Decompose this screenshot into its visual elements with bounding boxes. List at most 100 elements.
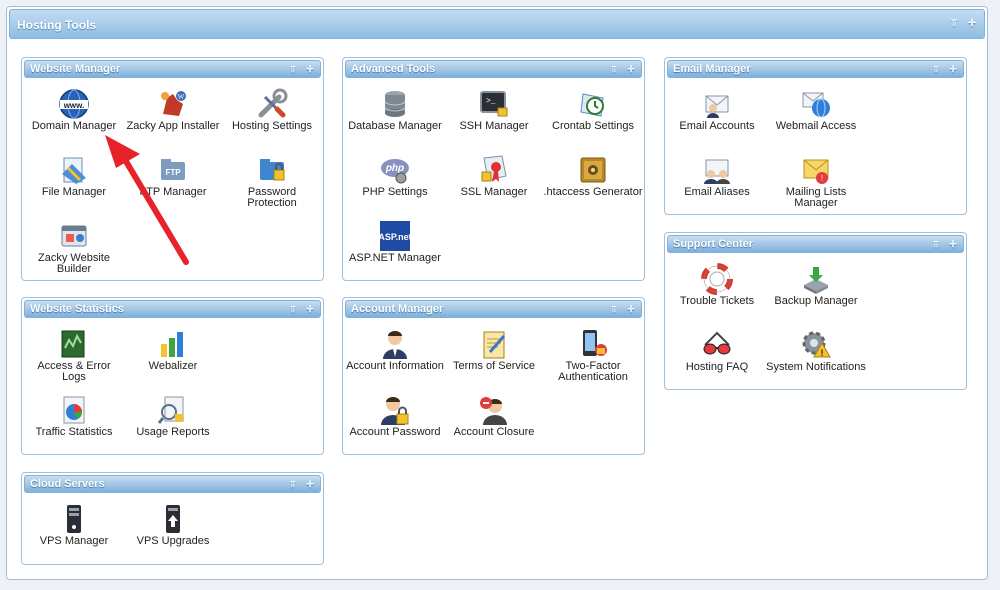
two-factor-authentication-tool[interactable]: Two-Factor Authentication bbox=[543, 328, 643, 392]
tool-label: PHP Settings bbox=[362, 186, 428, 198]
account-information-tool[interactable]: Account Information bbox=[345, 328, 445, 392]
vps-manager-tool[interactable]: VPS Manager bbox=[24, 503, 124, 567]
database-manager-tool[interactable]: Database Manager bbox=[345, 88, 445, 152]
move-icon[interactable]: ✛ bbox=[949, 63, 957, 74]
backup-icon bbox=[800, 263, 832, 295]
mailing-list-icon: ! bbox=[800, 154, 832, 186]
panel-email-manager: Email Manager ⫪✛ Email Accounts Webmail … bbox=[664, 57, 967, 215]
svg-text:www.: www. bbox=[63, 101, 85, 110]
panel-header[interactable]: Cloud Servers ⫪✛ bbox=[24, 475, 321, 493]
panel-header[interactable]: Website Statistics ⫪✛ bbox=[24, 300, 321, 318]
terms-of-service-tool[interactable]: Terms of Service bbox=[444, 328, 544, 392]
password-protection-tool[interactable]: Password Protection bbox=[222, 154, 322, 218]
panel-header[interactable]: Website Manager ⫪ ✛ bbox=[24, 60, 321, 78]
tool-label: Webalizer bbox=[148, 360, 198, 372]
pin-icon[interactable]: ⫪ bbox=[290, 478, 296, 489]
system-notifications-tool[interactable]: ! System Notifications bbox=[766, 329, 866, 393]
tool-label: Password Protection bbox=[247, 186, 297, 209]
move-icon[interactable]: ✛ bbox=[949, 238, 957, 249]
panel-title: Support Center bbox=[673, 238, 754, 250]
tool-label: SSH Manager bbox=[459, 120, 529, 132]
tool-label: Email Aliases bbox=[684, 186, 750, 198]
pin-icon[interactable]: ⫪ bbox=[933, 238, 939, 249]
aspnet-icon: ASP.net bbox=[378, 220, 412, 252]
move-icon[interactable]: ✛ bbox=[306, 63, 314, 74]
lifebuoy-icon bbox=[701, 263, 733, 295]
crontab-settings-tool[interactable]: Crontab Settings bbox=[543, 88, 643, 152]
php-settings-tool[interactable]: php PHP Settings bbox=[345, 154, 445, 218]
htaccess-generator-tool[interactable]: .htaccess Generator bbox=[543, 154, 643, 218]
pin-icon[interactable]: ⫪ bbox=[951, 18, 957, 29]
panel-header[interactable]: Support Center ⫪ ✛ bbox=[667, 235, 964, 253]
zacky-app-installer-tool[interactable]: W Zacky App Installer bbox=[123, 88, 223, 152]
ssh-manager-tool[interactable]: >_ SSH Manager bbox=[444, 88, 544, 152]
pin-icon[interactable]: ⫪ bbox=[290, 303, 296, 314]
vps-server-icon bbox=[58, 503, 90, 535]
svg-text:ASP.net: ASP.net bbox=[379, 232, 411, 242]
tool-label: Mailing Lists Manager bbox=[785, 186, 847, 209]
traffic-statistics-tool[interactable]: Traffic Statistics bbox=[24, 394, 124, 458]
email-aliases-tool[interactable]: Email Aliases bbox=[667, 154, 767, 218]
move-icon[interactable]: ✛ bbox=[967, 18, 977, 29]
ssl-manager-tool[interactable]: SSL Manager bbox=[444, 154, 544, 218]
faq-glasses-icon bbox=[701, 329, 733, 361]
account-password-tool[interactable]: Account Password bbox=[345, 394, 445, 458]
access-error-logs-tool[interactable]: Access & Error Logs bbox=[24, 328, 124, 392]
tool-label: Zacky Website Builder bbox=[38, 252, 110, 275]
account-closure-tool[interactable]: Account Closure bbox=[444, 394, 544, 458]
svg-text:FTP: FTP bbox=[165, 168, 181, 177]
tool-label: .htaccess Generator bbox=[543, 186, 643, 198]
tool-label: Traffic Statistics bbox=[35, 426, 113, 438]
account-info-icon bbox=[379, 328, 411, 360]
panel-account-manager: Account Manager ⫪✛ Account Information T… bbox=[342, 297, 645, 455]
ftp-manager-tool[interactable]: FTP FTP Manager bbox=[123, 154, 223, 218]
svg-text:>_: >_ bbox=[486, 97, 496, 106]
webalizer-tool[interactable]: Webalizer bbox=[123, 328, 223, 392]
svg-text:!: ! bbox=[821, 174, 823, 183]
tool-label: Hosting FAQ bbox=[685, 361, 749, 373]
account-password-icon bbox=[379, 394, 411, 426]
account-closure-icon bbox=[478, 394, 510, 426]
pin-icon[interactable]: ⫪ bbox=[290, 63, 296, 74]
tool-label: File Manager bbox=[41, 186, 107, 198]
domain-manager-tool[interactable]: www. Domain Manager bbox=[24, 88, 124, 152]
password-folder-icon bbox=[256, 154, 288, 186]
panel-header[interactable]: Account Manager ⫪✛ bbox=[345, 300, 642, 318]
tool-label: Two-Factor Authentication bbox=[558, 360, 628, 383]
zacky-website-builder-tool[interactable]: Zacky Website Builder bbox=[24, 220, 124, 284]
move-icon[interactable]: ✛ bbox=[306, 478, 314, 489]
move-icon[interactable]: ✛ bbox=[627, 63, 635, 74]
tool-label: Account Password bbox=[349, 426, 441, 438]
website-builder-icon bbox=[58, 220, 90, 252]
crontab-clock-icon bbox=[577, 88, 609, 120]
hosting-settings-tool[interactable]: Hosting Settings bbox=[222, 88, 322, 152]
hosting-faq-tool[interactable]: Hosting FAQ bbox=[667, 329, 767, 393]
webmail-access-tool[interactable]: Webmail Access bbox=[766, 88, 866, 152]
backup-manager-tool[interactable]: Backup Manager bbox=[766, 263, 866, 327]
ssh-terminal-icon: >_ bbox=[478, 88, 510, 120]
panel-title: Website Manager bbox=[30, 63, 121, 75]
file-manager-tool[interactable]: File Manager bbox=[24, 154, 124, 218]
panel-title: Advanced Tools bbox=[351, 63, 436, 75]
move-icon[interactable]: ✛ bbox=[627, 303, 635, 314]
move-icon[interactable]: ✛ bbox=[306, 303, 314, 314]
aspnet-manager-tool[interactable]: ASP.net ASP.NET Manager bbox=[345, 220, 445, 284]
ssl-certificate-icon bbox=[478, 154, 510, 186]
usage-reports-tool[interactable]: Usage Reports bbox=[123, 394, 223, 458]
tool-label: VPS Manager bbox=[39, 535, 109, 547]
trouble-tickets-tool[interactable]: Trouble Tickets bbox=[667, 263, 767, 327]
panel-header[interactable]: Email Manager ⫪✛ bbox=[667, 60, 964, 78]
mailing-lists-manager-tool[interactable]: ! Mailing Lists Manager bbox=[766, 154, 866, 218]
tool-label: Webmail Access bbox=[775, 120, 857, 132]
panel-website-manager: Website Manager ⫪ ✛ www. Domain Manager W… bbox=[21, 57, 324, 281]
panel-header[interactable]: Advanced Tools ⫪ ✛ bbox=[345, 60, 642, 78]
vps-upgrades-tool[interactable]: VPS Upgrades bbox=[123, 503, 223, 567]
panel-advanced-tools: Advanced Tools ⫪ ✛ Database Manager >_ SS… bbox=[342, 57, 645, 281]
www-globe-icon: www. bbox=[58, 88, 90, 120]
tool-label: Domain Manager bbox=[31, 120, 117, 132]
pin-icon[interactable]: ⫪ bbox=[611, 303, 617, 314]
pin-icon[interactable]: ⫪ bbox=[933, 63, 939, 74]
tool-label: Backup Manager bbox=[774, 295, 858, 307]
pin-icon[interactable]: ⫪ bbox=[611, 63, 617, 74]
email-accounts-tool[interactable]: Email Accounts bbox=[667, 88, 767, 152]
